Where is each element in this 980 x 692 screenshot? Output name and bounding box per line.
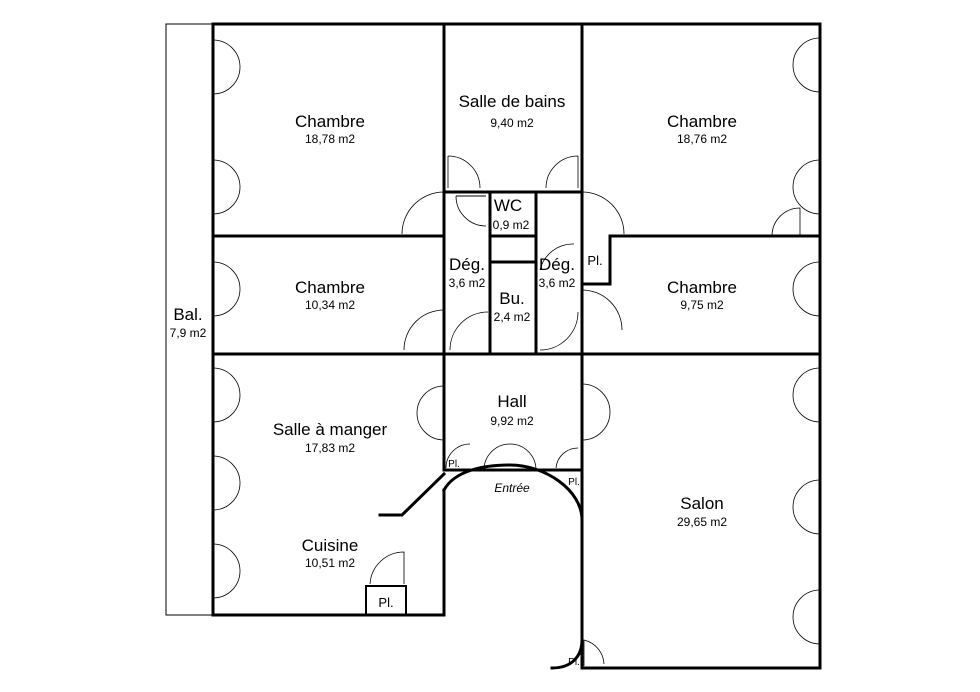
room-name: Dég. [539,255,575,274]
room-area: 29,65 m2 [677,515,727,529]
room-name: Bal. [173,305,202,324]
closet-label-bottom: Pl. [568,657,580,668]
room-name: WC [494,196,522,215]
room-name: Salon [680,494,723,513]
room-name: Cuisine [302,536,359,555]
room-area: 3,6 m2 [539,276,576,290]
room-chambre-nw: Chambre 18,78 m2 [295,112,365,146]
closet-label-hall-left: Pl. [448,459,460,470]
room-deg-right: Dég. 3,6 m2 [539,255,576,290]
room-name: Chambre [295,112,365,131]
room-salle-de-bains: Salle de bains 9,40 m2 [459,92,566,130]
room-salle-a-manger: Salle à manger 17,83 m2 [273,420,388,455]
room-balcon: Bal. 7,9 m2 [170,305,207,340]
room-name: Hall [497,392,526,411]
room-area: 10,51 m2 [305,556,355,570]
room-name: Chambre [667,112,737,131]
room-area: 0,9 m2 [493,218,530,232]
room-hall: Hall 9,92 m2 [490,392,534,428]
room-area: 3,6 m2 [449,276,486,290]
room-name: Chambre [295,278,365,297]
room-area: 18,76 m2 [677,132,727,146]
room-bureau: Bu. 2,4 m2 [494,289,531,324]
closet-label-kitchen: Pl. [378,595,393,610]
entree-label: Entrée [494,481,530,495]
room-chambre-w: Chambre 10,34 m2 [295,278,365,312]
room-chambre-e: Chambre 9,75 m2 [667,278,737,312]
room-wc: WC 0,9 m2 [493,196,530,232]
room-name: Chambre [667,278,737,297]
room-name: Salle de bains [459,92,566,111]
room-name: Salle à manger [273,420,388,439]
room-area: 9,92 m2 [490,414,534,428]
room-area: 17,83 m2 [305,441,355,455]
room-area: 9,40 m2 [490,116,534,130]
room-area: 10,34 m2 [305,298,355,312]
room-area: 9,75 m2 [680,298,724,312]
room-area: 2,4 m2 [494,310,531,324]
room-area: 18,78 m2 [305,132,355,146]
doors [369,155,801,666]
closet-label-east: Pl. [587,253,602,268]
room-cuisine: Cuisine 10,51 m2 [302,536,359,570]
entry-curve-wall [441,463,584,670]
windows [212,37,821,645]
room-name: Bu. [499,289,525,308]
closet-label-hall-right: Pl. [568,477,580,488]
room-salon: Salon 29,65 m2 [677,494,727,529]
room-area: 7,9 m2 [170,326,207,340]
room-name: Dég. [449,255,485,274]
room-chambre-ne: Chambre 18,76 m2 [667,112,737,146]
kitchen-closet [365,585,407,616]
room-deg-left: Dég. 3,6 m2 [449,255,486,290]
